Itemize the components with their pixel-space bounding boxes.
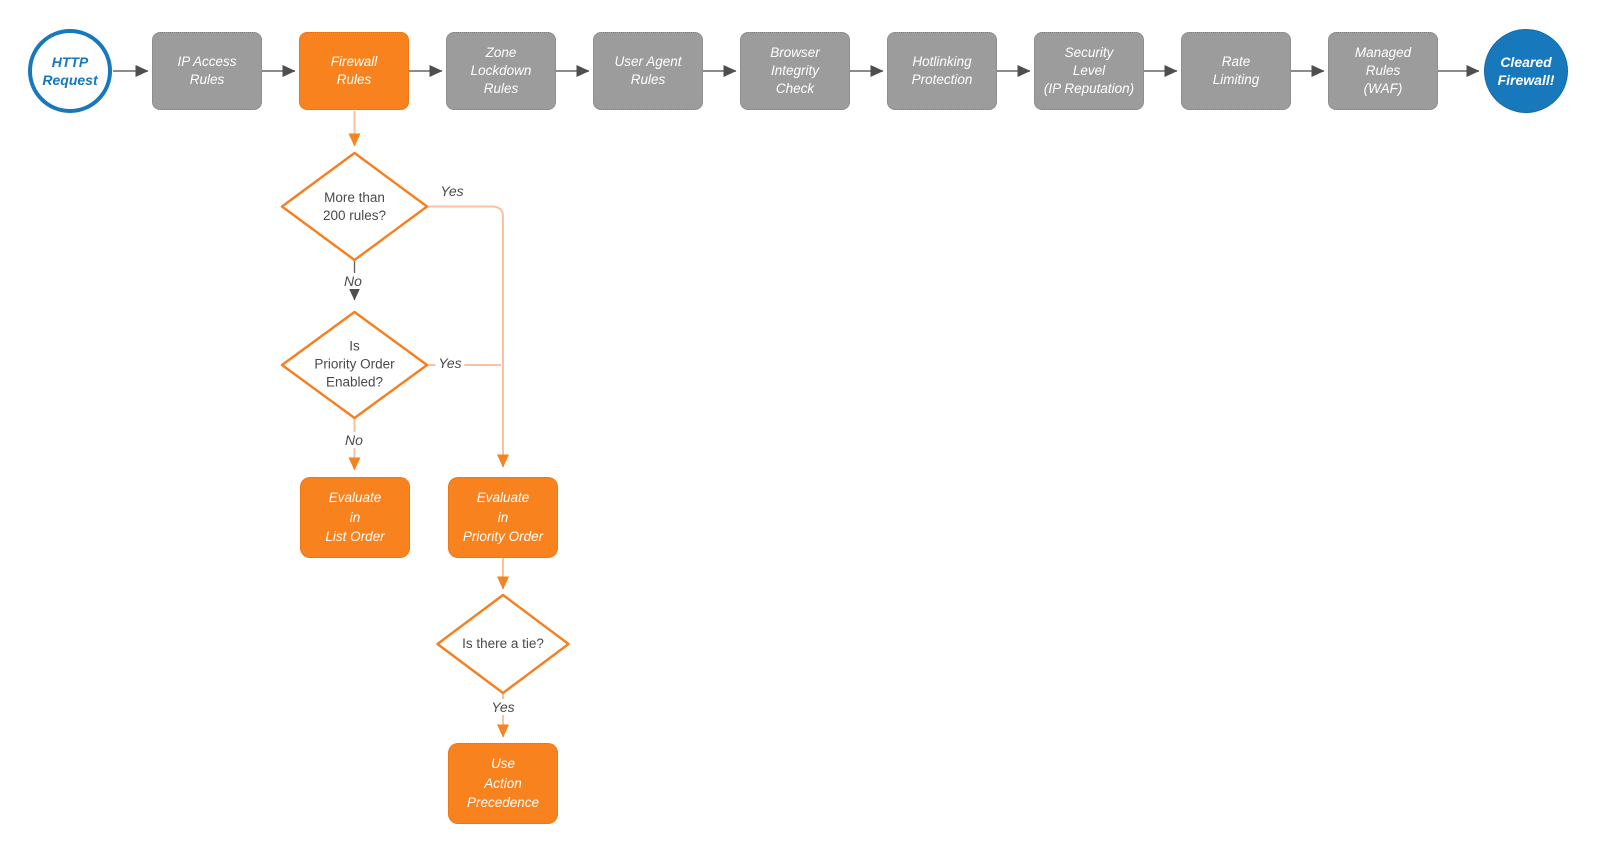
edge-label-d3-yes: Yes — [488, 699, 518, 715]
label-is-there-a-tie: Is there a tie? — [462, 635, 544, 651]
diamond-is-there-a-tie — [436, 593, 570, 695]
node-security-level: Security Level (IP Reputation) — [1034, 32, 1144, 110]
edge-label-d2-no: No — [342, 432, 366, 448]
label-priority-order-enabled: Is Priority Order Enabled? — [314, 338, 395, 391]
diamond-more-than-200-rules — [280, 151, 429, 262]
node-user-agent-rules: User Agent Rules — [593, 32, 703, 110]
node-use-action-precedence: Use Action Precedence — [448, 743, 558, 824]
node-rate-limiting: Rate Limiting — [1181, 32, 1291, 110]
edge-label-d1-yes: Yes — [437, 183, 467, 199]
node-zone-lockdown-rules: Zone Lockdown Rules — [446, 32, 556, 110]
node-cleared-firewall: Cleared Firewall! — [1484, 29, 1568, 113]
edge-label-d1-no: No — [341, 273, 365, 289]
decision-diamonds — [280, 151, 570, 695]
node-firewall-rules: Firewall Rules — [299, 32, 409, 110]
node-browser-integrity-check: Browser Integrity Check — [740, 32, 850, 110]
label-more-than-200-rules: More than 200 rules? — [322, 189, 387, 223]
node-evaluate-in-priority-order: Evaluate in Priority Order — [448, 477, 558, 558]
node-http-request: HTTP Request — [28, 29, 112, 113]
node-managed-rules-waf: Managed Rules (WAF) — [1328, 32, 1438, 110]
arrow-d1-yes — [427, 205, 509, 468]
node-evaluate-in-list-order: Evaluate in List Order — [300, 477, 410, 558]
node-hotlinking-protection: Hotlinking Protection — [887, 32, 997, 110]
diamond-priority-order-enabled — [280, 310, 429, 420]
node-ip-access-rules: IP Access Rules — [152, 32, 262, 110]
edge-label-d2-yes: Yes — [435, 355, 465, 371]
